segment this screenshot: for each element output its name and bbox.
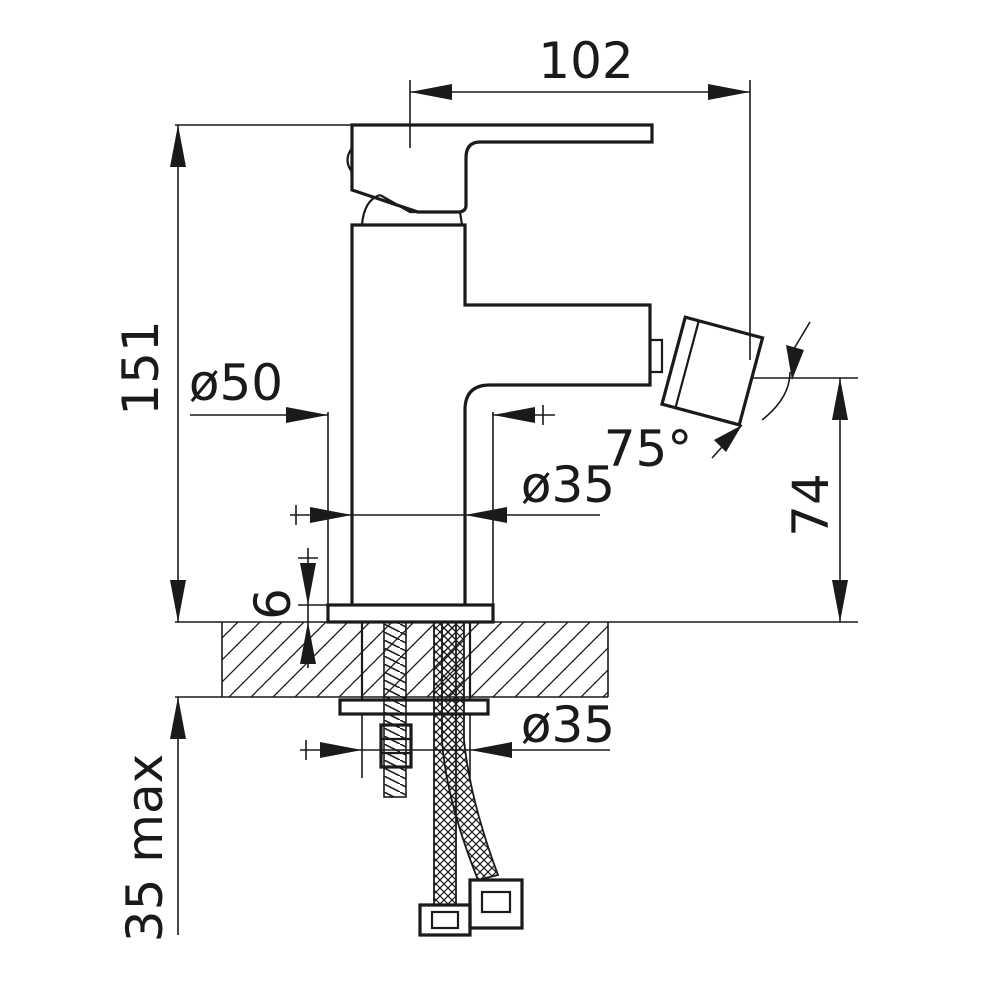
dim-label-102: 102 [538, 32, 633, 90]
supply-hoses [418, 621, 524, 937]
hatch-line [294, 622, 371, 697]
dim-label-151: 151 [112, 320, 170, 415]
hatch-line [222, 622, 283, 683]
hatch-line [492, 622, 569, 697]
hatch-line [622, 620, 702, 700]
hatch-line [602, 691, 608, 697]
hatch-line [222, 622, 261, 661]
hatch-line [558, 647, 608, 697]
mounting-hardware [338, 621, 490, 798]
lever-handle [346, 123, 654, 214]
dim-body-diameter: ø35 [290, 456, 615, 525]
dim-label-spout-height: 74 [782, 473, 840, 537]
dim-label-nozzle-angle: 75° [604, 420, 693, 478]
hatch-line [250, 622, 327, 697]
dim-label-base-diameter: ø50 [189, 354, 283, 412]
dim-label-deck-thickness: 35 max [116, 754, 174, 942]
hatch-line [514, 622, 591, 697]
dim-nozzle-angle: 75° [604, 321, 811, 478]
dim-label-plate-thickness: 6 [244, 588, 302, 620]
hatch-line [580, 669, 608, 697]
hatch-line [470, 622, 547, 697]
hatch-line [644, 620, 724, 700]
dim-label-body-diameter: ø35 [521, 456, 615, 514]
faucet-body [326, 193, 652, 624]
hatch-line [228, 622, 305, 697]
dim-label-mount-diameter: ø35 [521, 696, 615, 754]
aerator-nozzle [650, 315, 765, 427]
dim-mount-diameter: ø35 [300, 696, 615, 778]
countertop [175, 620, 858, 700]
dim-deck-thickness: 35 max [116, 697, 186, 942]
dim-plate-thickness: 6 [244, 548, 328, 668]
hatch-line [222, 622, 239, 639]
dim-spout-height: 74 [752, 377, 858, 622]
hatch-line [688, 620, 768, 700]
dim-base-diameter: ø50 [189, 354, 555, 605]
hatch-line [666, 620, 746, 700]
hatch-line [316, 622, 393, 697]
dim-width-102: 102 [409, 32, 751, 360]
dim-height-151: 151 [112, 124, 352, 622]
hatch-line [536, 625, 608, 697]
